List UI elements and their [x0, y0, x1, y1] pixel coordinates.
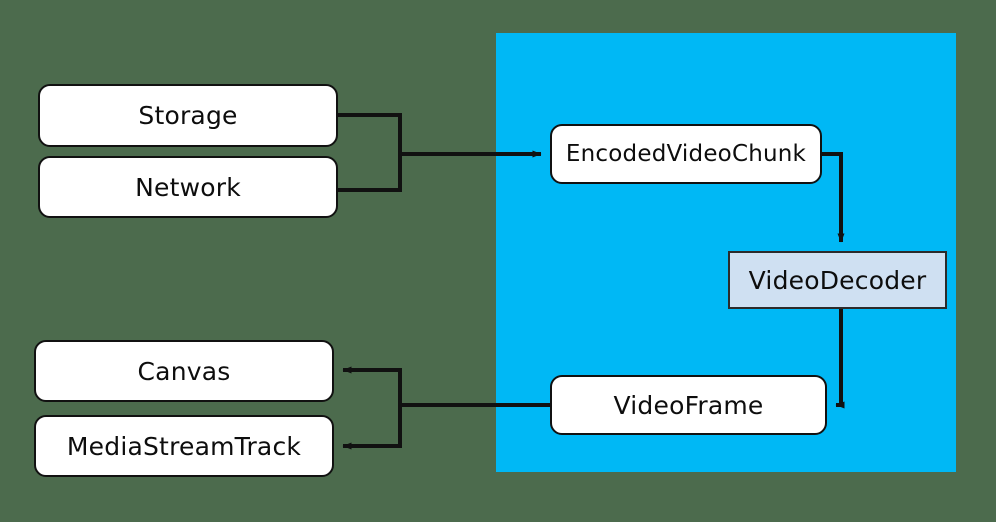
- edge-network-to-chunk: [338, 154, 402, 192]
- node-canvas[interactable]: Canvas: [34, 340, 334, 402]
- node-storage-label: Storage: [138, 101, 238, 130]
- edge-frame-to-canvas: [342, 366, 402, 405]
- node-network[interactable]: Network: [38, 156, 338, 218]
- node-video-decoder-label: VideoDecoder: [748, 265, 927, 295]
- node-media-stream-track[interactable]: MediaStreamTrack: [34, 415, 334, 477]
- node-encoded-video-chunk-label: EncodedVideoChunk: [565, 140, 807, 167]
- node-storage[interactable]: Storage: [38, 84, 338, 147]
- node-video-frame-label: VideoFrame: [613, 390, 764, 420]
- node-encoded-video-chunk[interactable]: EncodedVideoChunk: [550, 124, 822, 184]
- edge-frame-to-mediastream: [342, 405, 402, 450]
- node-network-label: Network: [135, 172, 241, 202]
- node-canvas-label: Canvas: [137, 356, 231, 386]
- node-media-stream-track-label: MediaStreamTrack: [66, 431, 302, 461]
- node-video-decoder[interactable]: VideoDecoder: [728, 251, 947, 309]
- edge-storage-to-chunk: [338, 113, 402, 154]
- node-video-frame[interactable]: VideoFrame: [550, 375, 827, 435]
